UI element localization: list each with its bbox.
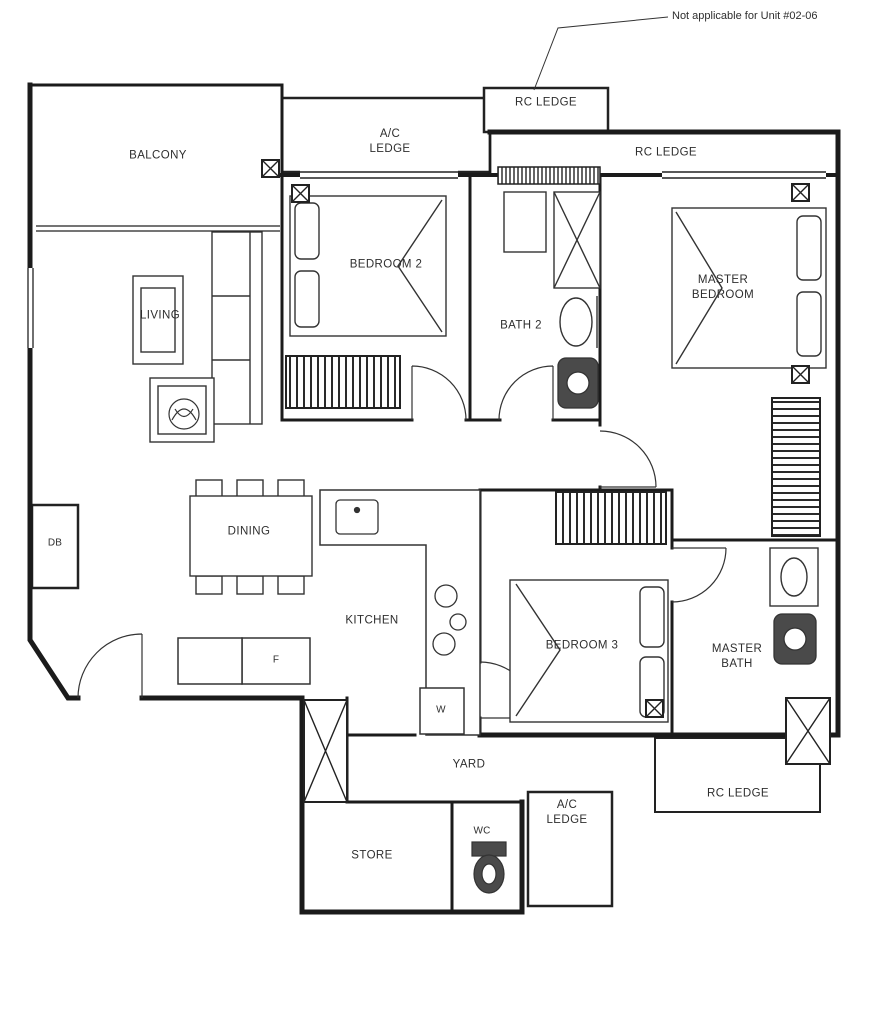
ac-unit-box <box>785 697 831 765</box>
plant-icon <box>168 398 200 430</box>
balcony-window <box>36 225 280 232</box>
annotation-leader-line <box>533 16 669 91</box>
bed-master <box>671 207 827 369</box>
room-label-rc-ledge-right: RC LEDGE <box>635 146 697 159</box>
washer-box <box>419 687 465 735</box>
windows <box>25 166 826 348</box>
room-label-living: LIVING <box>139 309 181 322</box>
column-marker-icon <box>791 183 810 202</box>
bedroom2-window <box>300 171 458 179</box>
room-label-store: STORE <box>351 849 393 862</box>
column-markers <box>261 159 810 718</box>
wardrobe-bedroom3 <box>555 491 667 545</box>
room-label-master-bedroom: MASTER BEDROOM <box>691 274 755 301</box>
room-label-rc-ledge-bottom: RC LEDGE <box>707 787 769 800</box>
room-label-ac-ledge-top: A/C LEDGE <box>369 128 411 155</box>
column-marker-icon <box>261 159 280 178</box>
room-label-bedroom3: BEDROOM 3 <box>545 639 619 652</box>
column-marker-icon <box>291 184 310 203</box>
room-label-kitchen: KITCHEN <box>345 614 399 627</box>
room-label-db: DB <box>47 537 63 549</box>
vanity-master-bath <box>769 547 819 607</box>
master-bath-door <box>671 547 727 603</box>
ledge-boxes <box>30 86 821 908</box>
room-label-bedroom2: BEDROOM 2 <box>349 258 423 271</box>
db-box <box>30 503 80 590</box>
appliance-label-washer: W <box>436 704 446 716</box>
fridge-box <box>241 637 311 685</box>
room-label-rc-ledge-top: RC LEDGE <box>515 96 577 109</box>
room-label-ac-ledge-bottom: A/C LEDGE <box>546 799 588 826</box>
wardrobe-master <box>771 397 821 537</box>
kitchen-sink <box>335 499 379 535</box>
entry-door <box>77 633 143 699</box>
room-label-yard: YARD <box>452 758 486 771</box>
toilet-bath2 <box>557 357 599 409</box>
kitchen-counter <box>319 489 481 736</box>
cabinet-box <box>177 637 243 685</box>
closet-bath2 <box>503 191 547 253</box>
shower-bath2 <box>553 191 601 289</box>
room-label-wc: WC <box>473 825 491 837</box>
sofa <box>211 231 263 425</box>
room-label-bath2: BATH 2 <box>500 319 542 332</box>
dining-set <box>189 479 313 595</box>
wardrobe-bedroom2 <box>285 355 401 409</box>
column-marker-icon <box>791 365 810 384</box>
toilet-master-bath <box>773 613 817 665</box>
cooktop <box>432 584 467 656</box>
room-label-dining: DINING <box>227 525 271 538</box>
appliance-label-fridge: F <box>272 654 280 666</box>
basin-bath2 <box>559 296 598 348</box>
annotation-note: Not applicable for Unit #02-06 <box>672 10 818 22</box>
column-marker-icon <box>645 699 664 718</box>
bath2-door <box>498 365 554 421</box>
room-label-balcony: BALCONY <box>129 149 187 162</box>
living-window <box>27 268 34 348</box>
duct-x-box <box>303 699 348 803</box>
bath2-louver-window <box>497 166 601 185</box>
tv-console <box>132 275 184 365</box>
bedroom2-door <box>411 365 467 421</box>
door-arcs <box>77 365 727 719</box>
toilet-wc <box>471 841 507 894</box>
master-window <box>662 171 826 179</box>
ac-ledge-bottom-box <box>526 790 614 908</box>
bed-bedroom2 <box>289 195 447 337</box>
ac-ledge-top-box <box>280 96 492 174</box>
master-bedroom-door <box>599 430 657 488</box>
bed-bedroom3 <box>509 579 669 723</box>
room-label-master-bath: MASTER BATH <box>711 643 763 670</box>
